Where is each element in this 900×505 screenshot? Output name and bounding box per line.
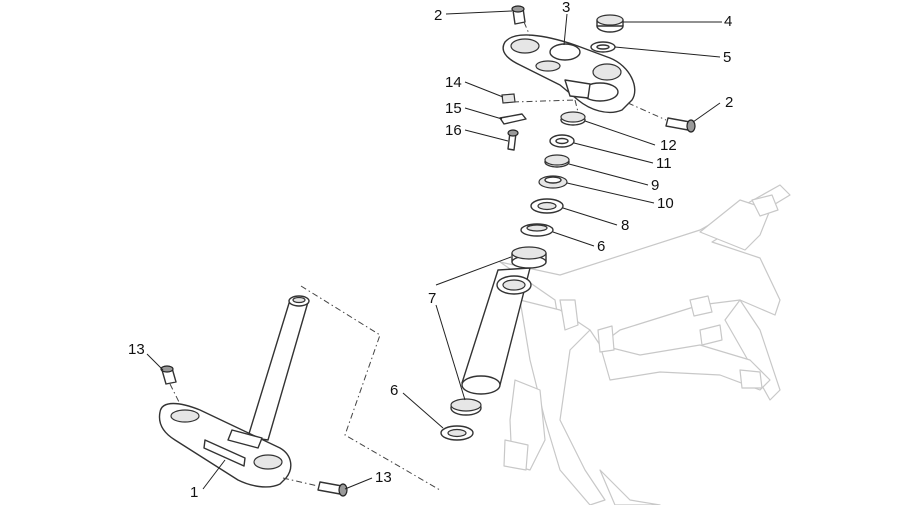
callout-11: 11 [656, 155, 672, 172]
bolt-13-lower [317, 481, 348, 497]
washer-5 [590, 41, 616, 53]
bearing-cup-7-upper [511, 246, 547, 269]
bolt-13-upper [160, 365, 177, 385]
assembly-lines [169, 21, 667, 491]
callout-1: 1 [190, 484, 198, 501]
callout-12: 12 [660, 137, 677, 154]
callout-labels: 2 3 4 5 2 14 15 16 12 11 9 10 8 6 7 6 13… [128, 0, 733, 501]
callout-2-top: 2 [434, 7, 442, 24]
lower-triple-clamp [158, 295, 310, 488]
callout-6-upper: 6 [597, 238, 605, 255]
callout-14: 14 [445, 74, 462, 91]
callout-8: 8 [621, 217, 629, 234]
callout-3: 3 [562, 0, 570, 16]
callout-7: 7 [428, 290, 436, 307]
bearing-cup-6-lower [440, 425, 474, 441]
ring-nut-12 [560, 111, 586, 126]
callout-4: 4 [724, 13, 732, 30]
callout-5: 5 [723, 49, 731, 66]
dust-seal-9 [544, 154, 570, 168]
nut-4 [596, 14, 624, 33]
callout-13-lower: 13 [375, 469, 392, 486]
bearing-7-lower [450, 398, 482, 416]
bearing-cup-6-upper [520, 223, 554, 237]
callout-10: 10 [657, 195, 674, 212]
callout-16: 16 [445, 122, 462, 139]
washer-11 [549, 134, 575, 148]
callout-13-upper: 13 [128, 341, 145, 358]
frame-assembly [499, 184, 791, 505]
bolt-2-top [511, 5, 526, 25]
screw-16 [507, 129, 519, 151]
callout-6-lower: 6 [390, 382, 398, 399]
bolt-2-side [665, 117, 696, 133]
bracket-15 [499, 113, 527, 125]
upper-triple-clamp [502, 34, 636, 114]
callout-15: 15 [445, 100, 462, 117]
bearing-race-8 [530, 198, 564, 214]
steering-head-tube [461, 267, 532, 395]
leader-lines [146, 10, 722, 490]
callout-2-side: 2 [725, 94, 733, 111]
bearing-10 [538, 175, 568, 189]
callout-9: 9 [651, 177, 659, 194]
